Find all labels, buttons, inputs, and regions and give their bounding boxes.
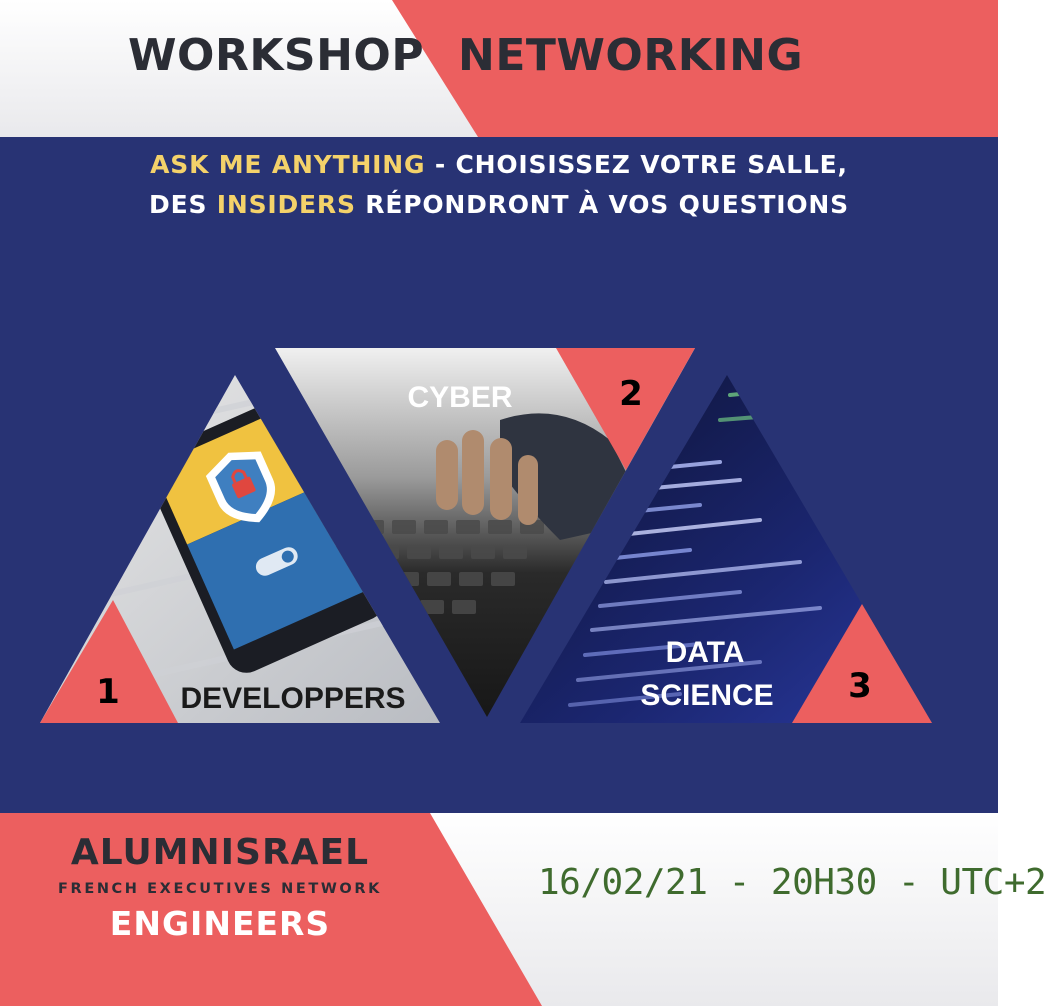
subtitle-line-2-start: DES — [149, 190, 217, 219]
title-networking: NETWORKING — [458, 30, 804, 81]
room-1-label: DEVELOPPERS — [180, 682, 405, 715]
room-3-label-line2: SCIENCE — [640, 679, 773, 712]
room-3-label-line1: DATA — [666, 636, 745, 669]
subtitle-line-2: DES INSIDERS RÉPONDRONT À VOS QUESTIONS — [0, 190, 998, 219]
event-date: 16/02/21 - 20H30 - UTC+2 — [538, 862, 1046, 903]
org-tagline: FRENCH EXECUTIVES NETWORK — [58, 881, 382, 897]
subtitle-line-2-text: RÉPONDRONT À VOS QUESTIONS — [355, 190, 849, 219]
subtitle-line-1: ASK ME ANYTHING - CHOISISSEZ VOTRE SALLE… — [0, 150, 998, 179]
room-2-corner — [556, 348, 695, 470]
room-2-number: 2 — [619, 374, 643, 414]
room-2-label: CYBER — [407, 381, 512, 414]
room-1-number: 1 — [96, 672, 120, 712]
poster-artwork: 1 2 3 DEVELOPPERS CYBER DATA SCIENCE — [0, 0, 998, 1006]
org-name: ALUMNISRAEL — [70, 832, 370, 873]
subtitle-highlight-insiders: INSIDERS — [216, 190, 356, 219]
org-group: ENGINEERS — [109, 904, 331, 943]
room-1-corner — [40, 600, 178, 723]
room-3-number: 3 — [848, 666, 872, 706]
subtitle-line-1-text: - CHOISISSEZ VOTRE SALLE, — [425, 150, 848, 179]
room-3-corner — [792, 604, 932, 723]
subtitle-highlight-ask-me-anything: ASK ME ANYTHING — [150, 150, 426, 179]
title-workshop: WORKSHOP — [128, 30, 425, 81]
